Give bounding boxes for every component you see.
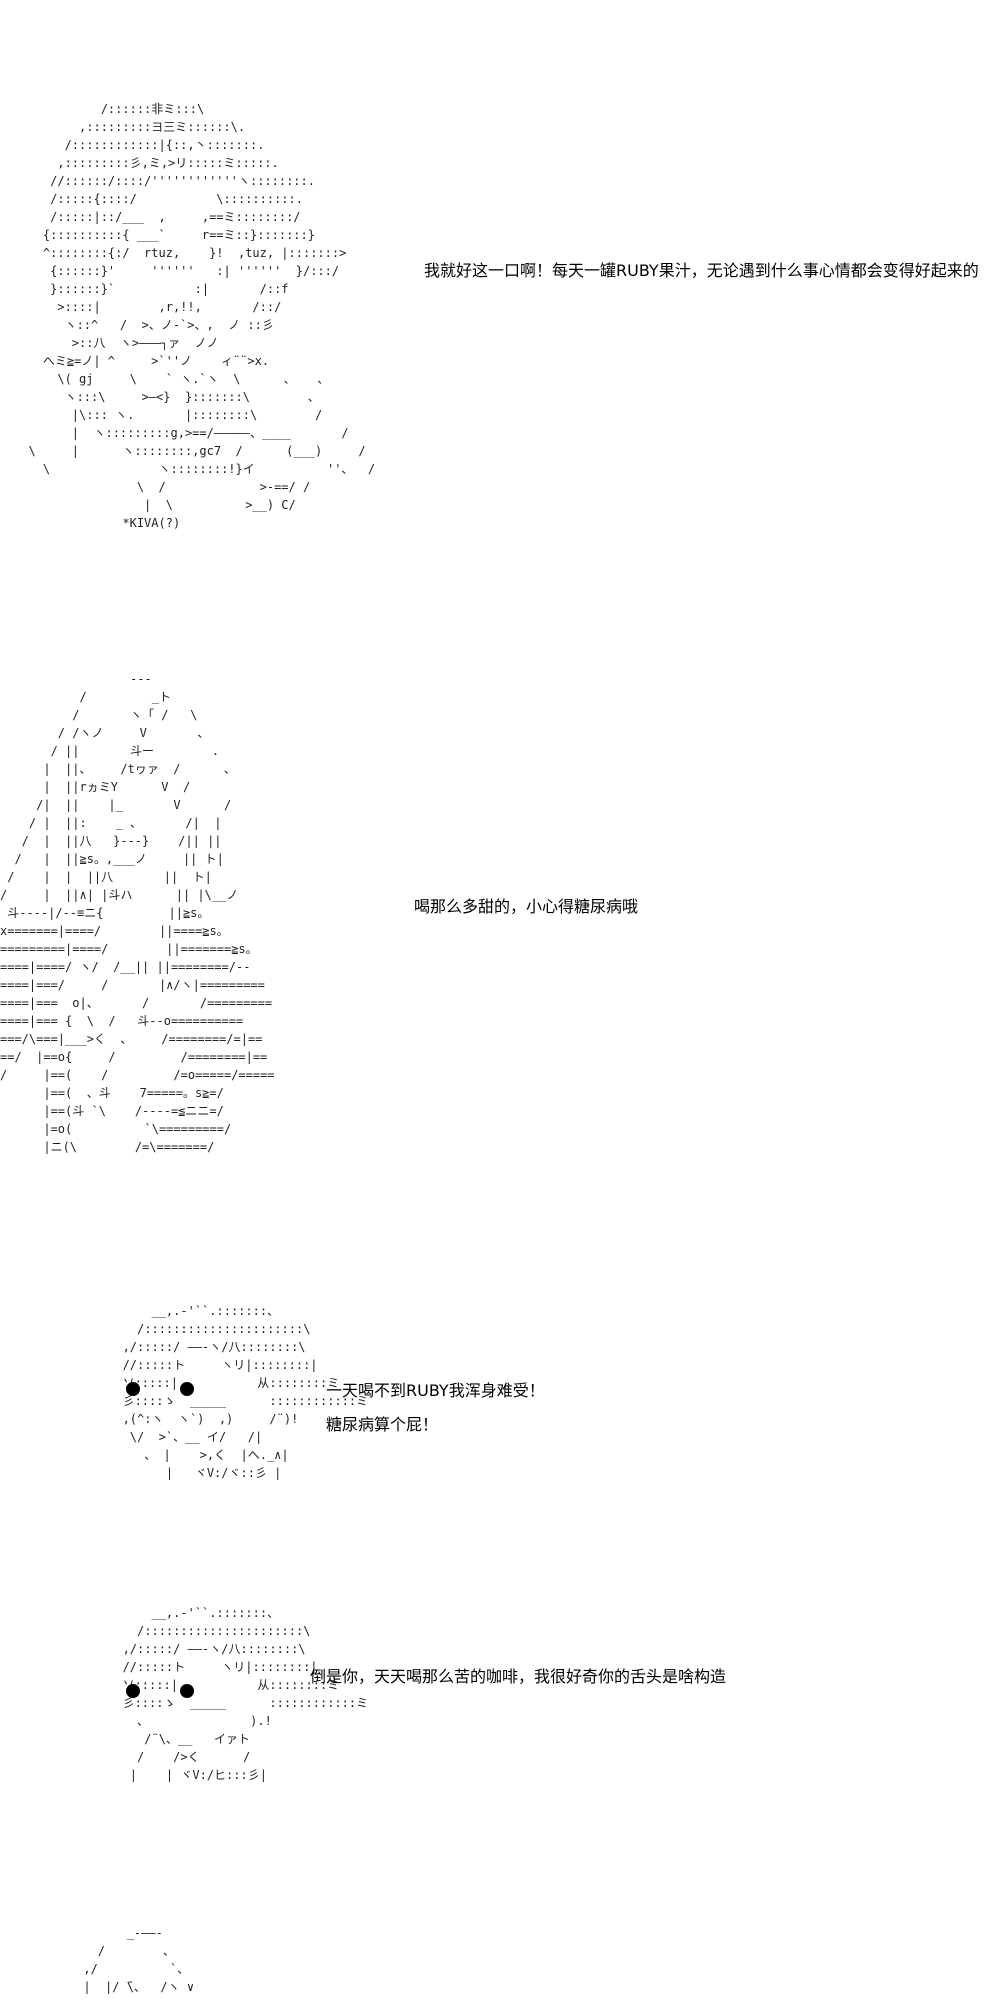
- dialogue-line: 糖尿病算个屁！: [326, 1415, 439, 1434]
- left-eye-icon: [126, 1382, 140, 1396]
- ascii-art-partial-head: _-――- / 、 ,/ `、 | |/ ̄\、 /ヽ ∨: [83, 1926, 195, 1994]
- dialogue-panel-2: 喝那么多甜的，小心得糖尿病哦: [414, 896, 638, 930]
- dialogue-panel-3: 一天喝不到RUBY我浑身难受！ 糖尿病算个屁！: [326, 1380, 545, 1448]
- ascii-art-girl-long-hair: --- / _ト / ヽ「 / \ / /ヽノ V 、 / || 斗ー . | …: [0, 672, 275, 1154]
- right-eye-icon: [180, 1684, 194, 1698]
- dialogue-panel-1: 我就好这一口啊！每天一罐RUBY果汁，无论遇到什么事心情都会变得好起来的: [424, 260, 979, 294]
- ascii-art-kiva: /::::::非ミ:::\ ,:::::::::ヨ三ミ::::::\. /:::…: [28, 102, 376, 530]
- dialogue-line: 倒是你，天天喝那么苦的咖啡，我很好奇你的舌头是啥构造: [310, 1667, 727, 1686]
- dialogue-panel-4: 倒是你，天天喝那么苦的咖啡，我很好奇你的舌头是啥构造: [310, 1666, 726, 1700]
- right-eye-icon: [180, 1382, 194, 1396]
- left-eye-icon: [126, 1684, 140, 1698]
- dialogue-line: 一天喝不到RUBY我浑身难受！: [326, 1381, 545, 1400]
- dialogue-line: 我就好这一口啊！每天一罐RUBY果汁，无论遇到什么事心情都会变得好起来的: [424, 261, 979, 280]
- dialogue-line: 喝那么多甜的，小心得糖尿病哦: [414, 897, 639, 916]
- ascii-art-chibi-face: __,.-'``.:::::::、 /:::::::::::::::::::::…: [122, 1304, 369, 1480]
